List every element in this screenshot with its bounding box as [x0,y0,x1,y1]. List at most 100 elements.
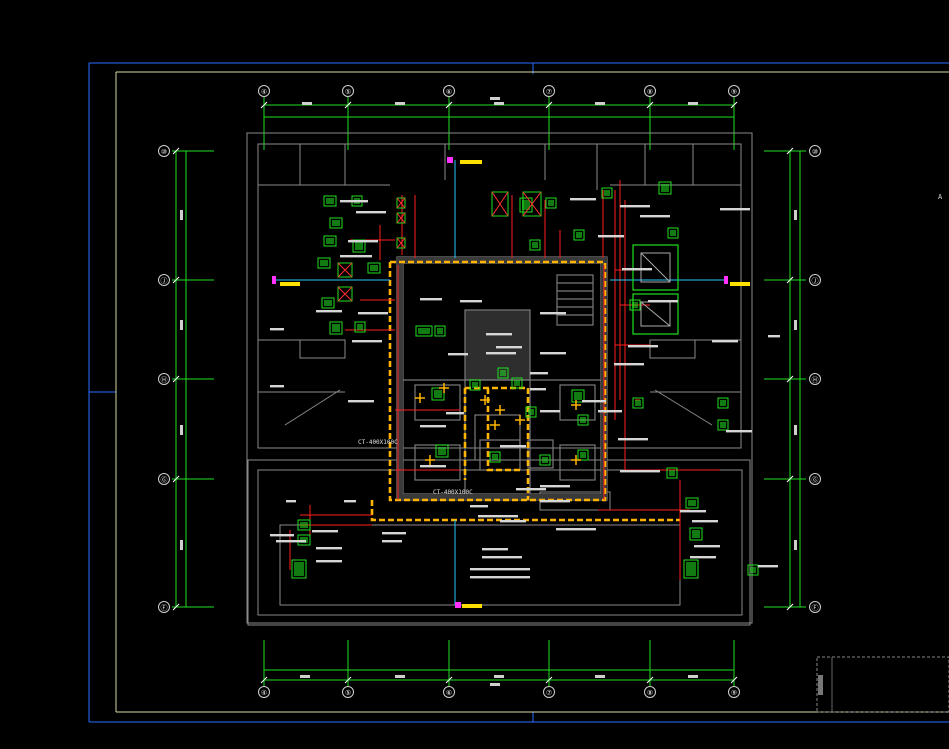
lighting-symbol [439,383,449,393]
annotation-text [344,500,356,503]
panel-outline [396,237,406,249]
dimension-text [494,675,504,678]
dimension-text [395,675,405,678]
panel-cross [396,197,406,209]
panel-cross [337,262,353,278]
annotation-text [500,520,526,523]
equipment-outline [367,262,381,274]
equipment-fill [500,370,506,376]
axis-bubble-circle [809,473,821,485]
annotation-text [270,534,294,537]
axis-bubble-label: ⑧ [647,88,653,96]
axis-bubble-label: ⑩ [812,148,818,156]
equipment-fill [355,242,363,250]
dimension-text [180,210,183,220]
panel-outline [491,191,509,217]
dimension-tick [786,375,794,383]
axis-bubble-top: ⑥ [443,85,455,97]
dimension-tick [786,276,794,284]
equipment-fill [686,562,696,576]
annotation-text [516,488,546,491]
equipment-outline [632,397,644,409]
annotation-text [648,300,678,303]
axis-bubble-label: ⑧ [647,689,653,697]
dimension-tick [344,101,352,109]
equipment-symbol [577,449,589,461]
equipment-fill [574,392,582,400]
equipment-outline [577,414,589,426]
panel-outline [396,212,406,224]
equipment-fill [720,422,726,428]
equipment-symbol [717,397,729,409]
annotation-text [690,556,716,559]
annotation-text [270,385,284,388]
equipment-outline [525,406,537,418]
equipment-symbol [683,559,699,579]
equipment-fill [326,198,334,204]
lighting-symbol [480,395,490,405]
axis-bubble-left: Ⓗ [158,373,170,385]
annotation-text [500,445,526,448]
axis-bubble-circle [158,274,170,286]
annotation-text [726,430,752,433]
annotation-text [598,235,624,238]
axis-bubble-label: ⑦ [546,689,552,697]
annotation-text [640,215,670,218]
dimension-tick [260,676,268,684]
panel-box [337,262,353,278]
axis-bubble-label: Ⓕ [812,604,819,612]
axis-bubble-circle [342,686,354,698]
panel-cross [522,191,542,217]
axis-bubble-circle [809,373,821,385]
annotation-text [340,200,368,203]
equipment-fill [661,184,669,192]
equipment-symbol [469,379,481,391]
annotation-text [352,340,382,343]
axis-bubble-label: ⑦ [546,88,552,96]
equipment-outline [717,419,729,431]
building-outline [246,132,753,626]
equipment-fill [720,400,726,406]
equipment-outline [629,299,641,311]
equipment-symbol [666,467,678,479]
axis-bubble-circle [728,686,740,698]
annotation-text [470,576,530,579]
annotation-text [758,565,778,568]
equipment-outline [717,397,729,409]
equipment-outline [539,454,551,466]
lighting-symbol [495,405,505,415]
panel-outline [337,262,353,278]
equipment-symbol [747,564,759,576]
equipment-symbol [291,559,307,579]
axis-bubble-label: Ⓕ [161,604,168,612]
equipment-fill [548,200,554,206]
dimension-text [302,102,312,105]
axis-bubble-circle [443,686,455,698]
equipment-fill [332,324,340,332]
equipment-outline [497,367,509,379]
transformer-outline [632,244,679,291]
cable-tray [370,260,680,522]
equipment-outline [747,564,759,576]
title-block-frame [115,71,949,713]
equipment-outline [689,527,703,541]
equipment-symbol [529,239,541,251]
axis-bubble-circle [809,145,821,157]
dimension-text [180,425,183,435]
axis-bubble-label: ⑨ [731,88,737,96]
axis-bubble-right: Ⓖ [809,473,821,485]
equipment-fill [370,265,378,271]
equipment-fill [472,382,478,388]
equipment-outline [489,451,501,463]
axis-grid [172,97,806,687]
axis-bubble-left: Ⓕ [158,601,170,613]
annotation-text [486,333,512,336]
dimension-tick [545,676,553,684]
equipment-outline [431,387,445,401]
magenta-markers [272,157,728,608]
axis-bubble-right: Ⓕ [809,601,821,613]
annotation-text [680,510,706,513]
annotation-text [618,438,648,441]
equipment-symbol [658,181,672,195]
